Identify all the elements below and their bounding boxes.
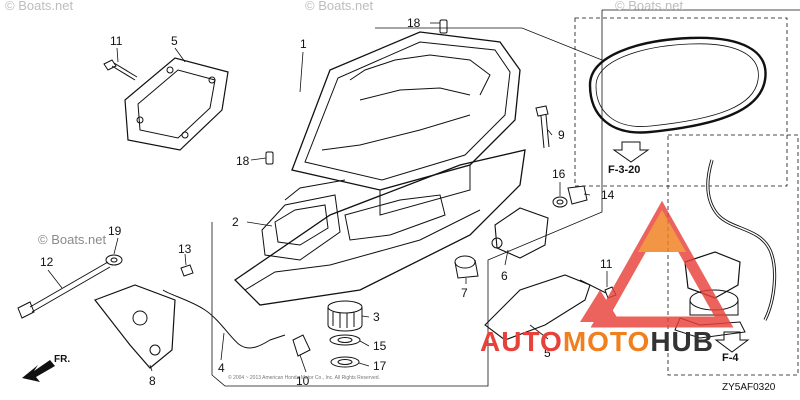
callout-15: 15: [373, 339, 387, 353]
ref-arrow-f320: [612, 141, 650, 163]
callout-6: 6: [501, 269, 508, 283]
callout-13: 13: [178, 242, 192, 256]
watermark: © Boats.net: [5, 0, 74, 13]
diagram-code: ZY5AF0320: [722, 382, 776, 393]
bearing-3: [327, 300, 363, 314]
logo-part-moto: MOTO: [562, 326, 651, 357]
callout-11-right: 11: [600, 257, 613, 271]
callout-5-top: 5: [171, 34, 178, 48]
callout-1: 1: [300, 37, 307, 51]
callout-3: 3: [373, 310, 380, 324]
fuel-pump: [684, 251, 741, 299]
ref-label-f320: F-3-20: [608, 164, 641, 176]
bolt-9: [535, 105, 549, 117]
logo-part-auto: AUTO: [480, 326, 563, 357]
bracket-8: [94, 284, 176, 369]
bolt-12: [17, 301, 35, 319]
callout-19: 19: [108, 224, 122, 238]
washer-16: [552, 196, 568, 208]
bolt-10: [292, 334, 311, 357]
cover-plate: [124, 57, 229, 151]
pin-18-left: [265, 151, 274, 165]
callout-2: 2: [232, 215, 239, 229]
callout-14: 14: [601, 188, 615, 202]
front-arrow: [22, 360, 55, 382]
ref-label-f4: F-4: [722, 352, 739, 364]
washer-15: [329, 334, 361, 346]
bolt-13: [180, 264, 194, 277]
assembly-outline: [211, 27, 603, 387]
callout-18-top: 18: [407, 16, 421, 30]
callout-5-bottom: 5: [544, 346, 551, 360]
front-label: FR.: [54, 354, 71, 365]
callout-18-left: 18: [236, 154, 250, 168]
callout-17: 17: [373, 359, 387, 373]
callout-7: 7: [461, 286, 468, 300]
grommet-14: [567, 185, 588, 205]
pin-18-top: [439, 19, 448, 34]
ref-box-f320: [574, 17, 788, 187]
callout-10: 10: [296, 374, 310, 388]
ring-17: [330, 356, 360, 368]
watermark: © Boats.net: [38, 232, 107, 247]
ref-box-f4: [667, 134, 799, 376]
seal-ring: [588, 36, 767, 134]
callout-4: 4: [218, 361, 225, 375]
watermark: © Boats.net: [615, 0, 684, 13]
lower-cover-5: [484, 274, 591, 341]
callout-16: 16: [552, 167, 566, 181]
callout-9: 9: [558, 128, 565, 142]
lower-plate: [233, 149, 526, 306]
mount-6: [494, 207, 549, 259]
callout-11-top: 11: [110, 34, 123, 48]
callout-8: 8: [149, 374, 156, 388]
wire-4: [162, 289, 286, 349]
ref-arrow-f4: [714, 331, 750, 353]
main-housing: [291, 31, 521, 191]
bolt-11-top: [103, 59, 117, 71]
automotohub-logo: AUTOMOTOHUB: [480, 328, 714, 356]
watermark: © Boats.net: [305, 0, 374, 13]
logo-part-hub: HUB: [650, 326, 714, 357]
copyright-notice: © 2004 ~ 2013 American Honda Motor Co., …: [228, 375, 380, 381]
automotohub-logo-mark: [580, 200, 734, 328]
callout-12: 12: [40, 255, 54, 269]
bushing-7: [454, 255, 476, 269]
washer-19: [105, 254, 123, 266]
